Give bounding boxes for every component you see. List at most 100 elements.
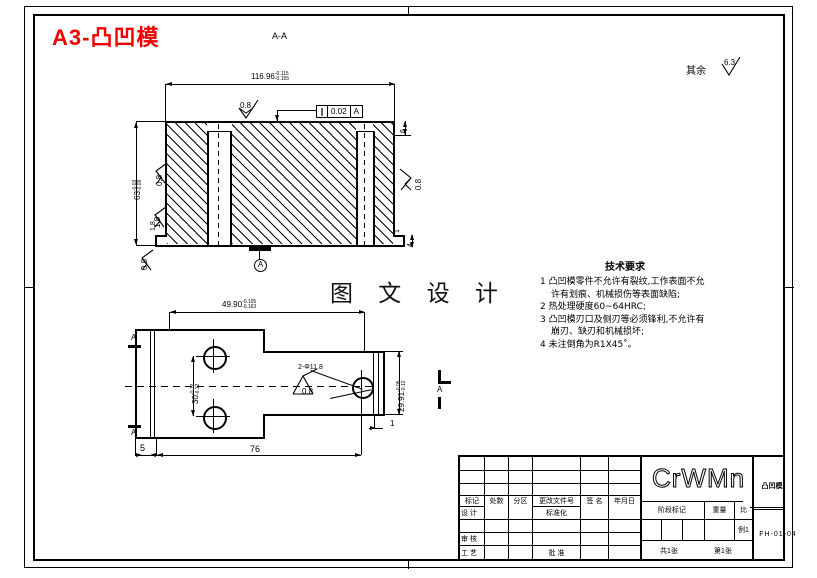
section-hole-left-wall-b <box>230 131 232 245</box>
tb-rev-header-1: 处数 <box>484 495 508 506</box>
plan-outline-top <box>135 329 265 331</box>
plan-hole-lower-cl-v <box>213 399 214 433</box>
tb-drawing-number: FH-01-04 <box>759 530 797 538</box>
dim-plan-top-ext-l <box>169 312 170 330</box>
dim-plan-top-nominal: 49.90 <box>222 300 243 310</box>
section-mark-top-bar <box>128 345 141 348</box>
dim-top-value: 116.96-0.115-0.155 <box>251 72 289 82</box>
tb-role-blank <box>460 519 484 532</box>
tb-rev-v2 <box>508 457 509 506</box>
dim-plan-5-ext-r <box>156 439 157 455</box>
dim-right-top-ext <box>395 135 411 136</box>
section-flange-bottom <box>155 245 405 247</box>
section-hatch-right <box>373 123 393 244</box>
tb-scale-value: 例1 <box>734 519 752 540</box>
technical-requirement-item: 2 热处理硬度60~64HRC; <box>540 302 646 312</box>
technical-requirement-item: 许有划痕、机械损伤等表面缺陷; <box>551 289 681 300</box>
dim-plan-30-nominal: 30 <box>191 395 201 404</box>
dim-plan-5-line <box>135 455 156 456</box>
tb-material-underline <box>640 501 743 502</box>
dim-top-ext-right <box>394 84 395 121</box>
dim-left-nominal: 63 <box>133 191 143 200</box>
section-hole-left-wall-a <box>207 131 209 245</box>
section-outline-right <box>393 121 395 235</box>
plan-rib-right-b <box>378 351 379 415</box>
dim-plan-5-arrow-r <box>150 453 156 457</box>
plan-outline-bottom <box>135 437 265 439</box>
dim-plan-top-arrow-l <box>170 310 176 314</box>
dim-plan-1-value: 1 <box>390 419 395 428</box>
tb-rev-v4 <box>580 457 581 506</box>
gdt-leader-h <box>277 110 316 111</box>
datum-a-symbol: A <box>254 259 267 272</box>
tb-main-divider <box>640 457 642 560</box>
general-roughness-label: 其余 <box>686 66 706 77</box>
gdt-frame: ∥ 0.02 A <box>316 105 363 118</box>
side-a-bar-lower <box>438 397 441 409</box>
plan-hole-right <box>352 377 374 399</box>
dim-top-ext-left <box>165 84 166 121</box>
dim-plan-2991-arrow-d <box>396 409 401 415</box>
section-outline-left <box>165 121 167 235</box>
section-outline-top <box>165 121 395 123</box>
tb-weight-value <box>704 519 734 540</box>
dim-plan-76-line <box>156 455 361 456</box>
plan-step-right-upper <box>263 329 265 352</box>
dim-plan-76-ext-r <box>361 402 362 455</box>
section-flange-step-right <box>393 235 405 237</box>
page-title: A3-凸凹模 <box>52 25 160 50</box>
tb-rev-v1 <box>484 457 485 506</box>
dim-plan-top-arrow-r <box>359 310 365 314</box>
tb-weight: 重量 <box>704 501 734 519</box>
dim-right-bottom-line <box>412 235 413 247</box>
tb-rev-blank-row-2 <box>460 470 640 483</box>
hole-callout-roughness-icon <box>292 368 318 395</box>
dim-right-bottom-arrow-d <box>409 242 414 248</box>
dim-right-step-value: 1 <box>394 229 401 233</box>
tb-rev-v3 <box>532 457 533 506</box>
tb-rev-blank-row-3 <box>460 483 640 495</box>
dim-plan-top-tol-upper: -0.105 <box>242 299 257 305</box>
dim-plan-5-value: 5 <box>140 443 146 453</box>
dim-plan-1-arrow <box>370 426 376 430</box>
dim-plan-5-arrow-l <box>136 453 142 457</box>
technical-requirement-item: 崩刃、缺刃和机械损坏; <box>551 327 645 337</box>
technical-requirement-item: 3 凸凹模刃口及侧刃等必须锋利,不允许有 <box>540 314 705 325</box>
tb-stage-mark: 阶段标记 <box>658 507 686 514</box>
tb-rev-header-0: 标记 <box>460 495 484 506</box>
dim-right-bottom-arrow-u <box>409 234 414 240</box>
dim-left-arrow-top <box>133 122 138 128</box>
side-a-label: A <box>437 385 443 394</box>
roughness-right-symbol-icon <box>399 168 412 191</box>
plan-outline-left <box>135 329 137 439</box>
tb-stage-blank-b <box>661 519 682 540</box>
section-hole-left-centerline <box>218 124 219 246</box>
dim-plan-2991-nominal: 29.91 <box>397 391 407 412</box>
section-mark-top-label: A <box>131 333 137 342</box>
section-hole-right-centerline <box>364 124 365 246</box>
roughness-left-upper-symbol-icon <box>155 162 168 185</box>
dim-plan-2991-line <box>399 351 400 415</box>
tb-sheet-index: 第1张 <box>714 547 732 555</box>
tb-rev-header-5: 年月日 <box>608 495 640 506</box>
tb-role-v4 <box>580 506 581 560</box>
section-hole-right-wall-a <box>356 131 358 245</box>
plan-step-right-lower <box>263 414 265 439</box>
technical-requirements-heading: 技术要求 <box>605 262 645 273</box>
dim-top-tol-lower: -0.155 <box>274 76 290 82</box>
dim-right-top-arrow-u <box>402 121 407 127</box>
plan-arm-top <box>263 351 385 353</box>
dim-top-nominal: 116.96 <box>251 72 275 82</box>
dim-left-ext-top <box>136 121 167 122</box>
plan-arm-right <box>383 351 385 415</box>
side-a-bar-upper-foot <box>438 381 451 384</box>
section-flange-left-edge <box>155 235 157 247</box>
hole-callout-value: 2-Φ11.8 <box>298 364 323 371</box>
general-roughness-symbol-icon <box>721 56 741 76</box>
title-block: 标记 处数 分区 更改文件号 签 名 年月日 设 计 审 核 工 艺 标准化 批… <box>458 455 796 561</box>
dim-plan-30-arrow-d <box>190 410 195 416</box>
tb-role-h1 <box>460 519 640 520</box>
section-flange-step-left <box>155 235 167 237</box>
dim-left-value: 63-0.03-0.09 <box>132 180 143 200</box>
